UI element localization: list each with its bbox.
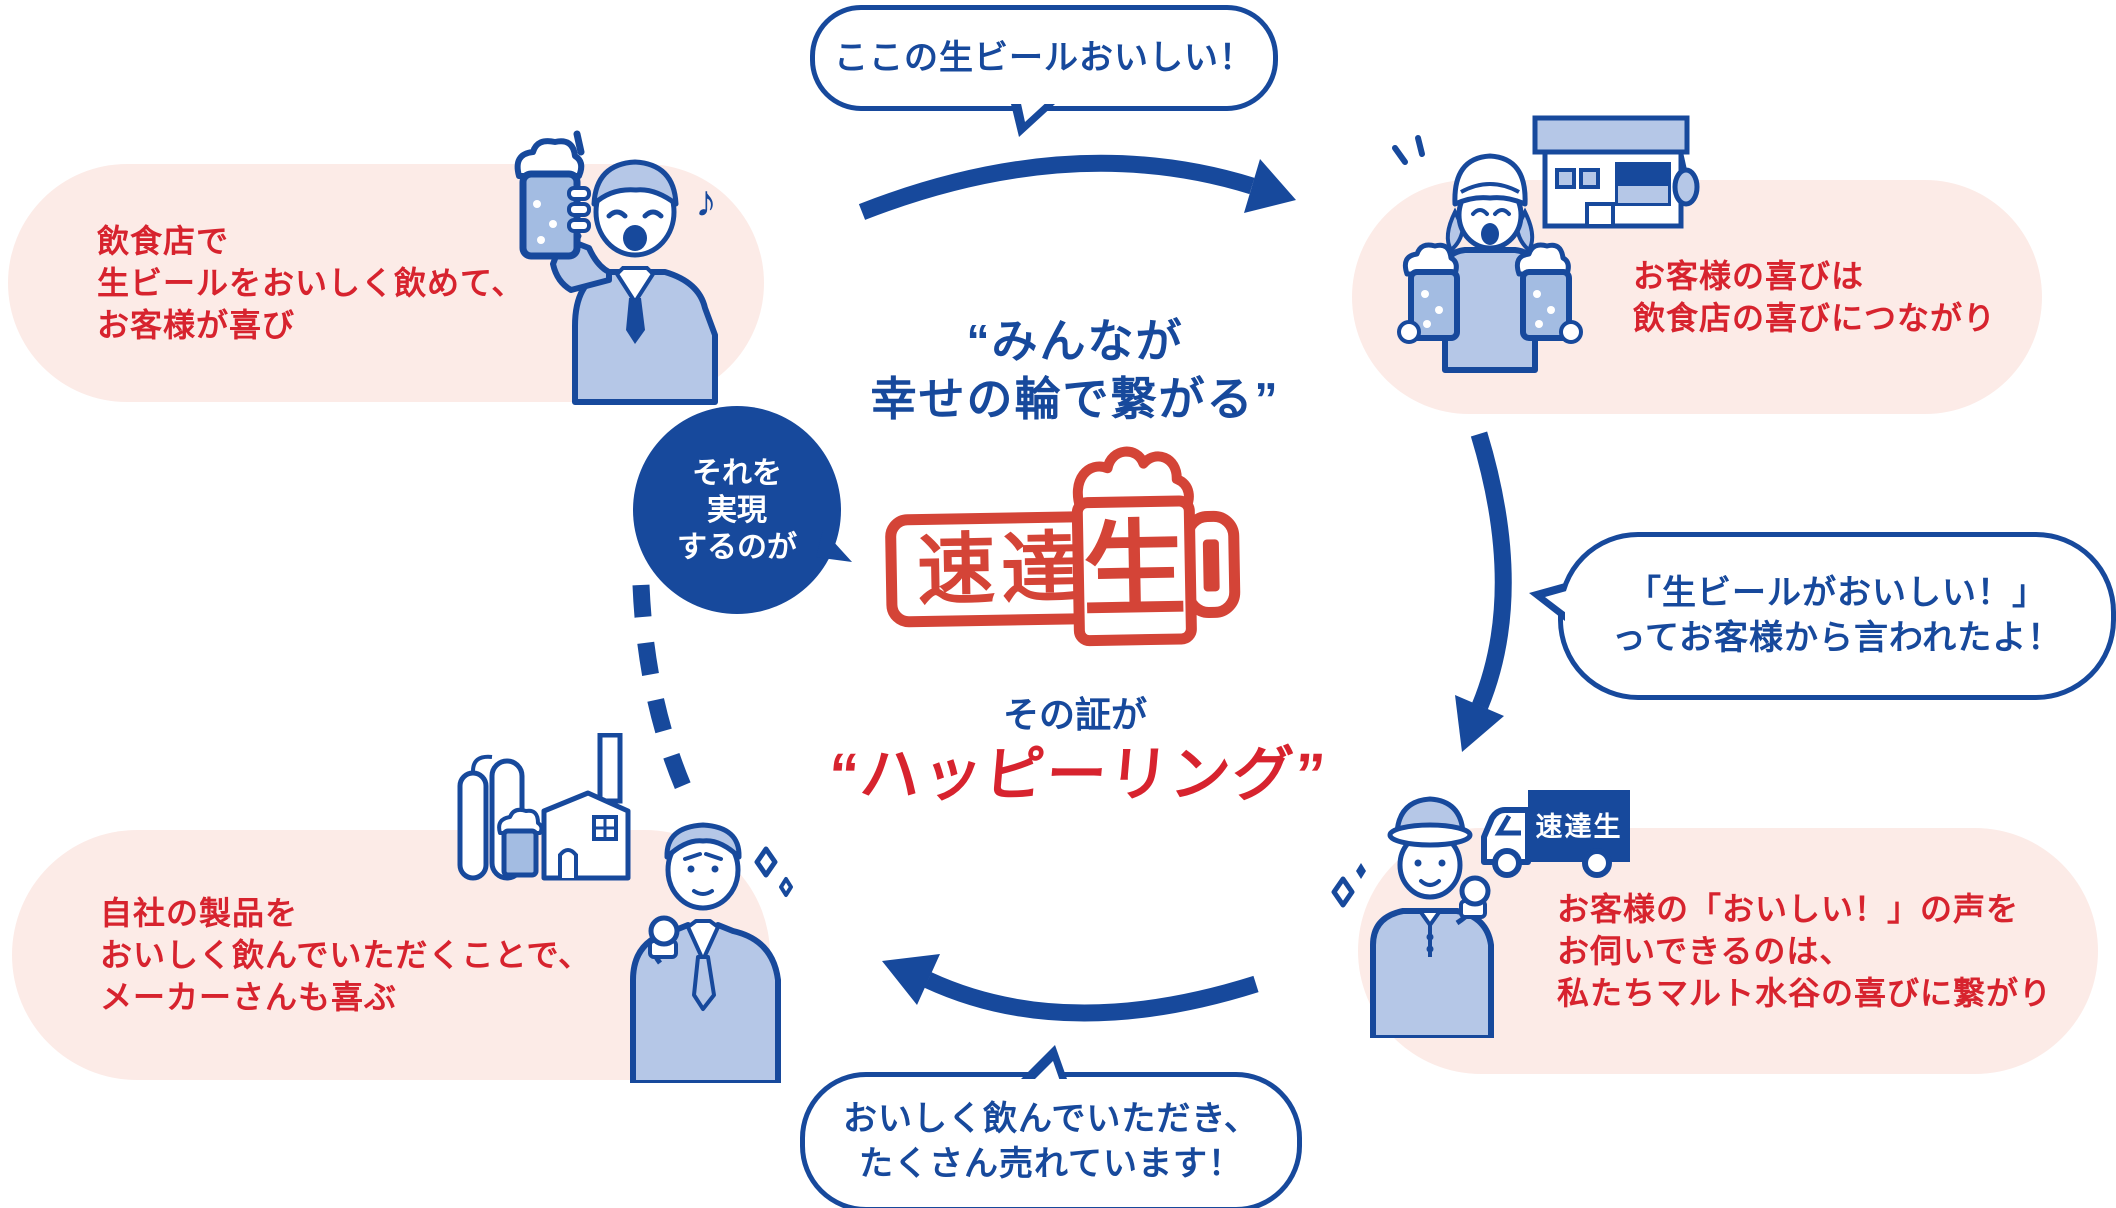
card-line: 飲食店で xyxy=(97,223,230,259)
center-tagline: “みんなが 幸せの輪で繋がる” xyxy=(725,312,1425,428)
stamp-box-text: 速達 xyxy=(917,525,1087,615)
bubble-line: たくさん売れています！ xyxy=(859,1145,1243,1183)
card-restaurant-customer-text: 飲食店で 生ビールをおいしく飲めて、 お客様が喜び xyxy=(8,220,524,346)
card-line: 私たちマルト水谷の喜びに繋がり xyxy=(1557,975,2053,1011)
bubble-line: 実現 xyxy=(707,493,767,527)
card-line: お客様が喜び xyxy=(97,307,296,343)
speech-bubble-top: ここの生ビールおいしい！ xyxy=(810,5,1278,137)
card-line: メーカーさんも喜ぶ xyxy=(100,979,398,1015)
card-line: おいしく飲んでいただくことで、 xyxy=(100,937,592,973)
speech-bubble-bottom: おいしく飲んでいただき、 たくさん売れています！ xyxy=(800,1045,1302,1208)
delivery-driver-illustration: 速達生 xyxy=(1331,790,1630,1038)
bubble-line: おいしく飲んでいただき、 xyxy=(843,1100,1259,1138)
card-restaurant-text: お客様の喜びは 飲食店の喜びにつながり xyxy=(1352,255,1996,339)
card-line: 飲食店の喜びにつながり xyxy=(1633,300,1997,336)
card-line: 自社の製品を xyxy=(100,895,299,931)
maker-businessman-illustration xyxy=(457,733,793,1083)
realize-circle-bubble: それを 実現 するのが xyxy=(633,406,841,614)
restaurant-staff-illustration xyxy=(1392,115,1700,373)
card-maruto-text: お客様の「おいしい！」の声を お伺いできるのは、 私たちマルト水谷の喜びに繋がり xyxy=(1358,888,2052,1014)
tagline-line: “みんなが xyxy=(966,315,1184,367)
proof-intro: その証が xyxy=(1002,694,1147,735)
speech-bubble-right: 「生ビールがおいしい！」 ってお客様から言われたよ！ xyxy=(1529,532,2116,700)
customer-with-beer-illustration: ♪ xyxy=(514,130,718,405)
bubble-line: ってお客様から言われたよ！ xyxy=(1611,619,2063,657)
factory-icon xyxy=(457,733,631,881)
card-line: お客様の「おいしい！」の声を xyxy=(1557,891,2020,927)
sokutatsu-nama-stamp-icon: 速達 生 xyxy=(885,446,1241,647)
bubble-line: ここの生ビールおいしい！ xyxy=(834,38,1254,77)
tagline-line: 幸せの輪で繋がる” xyxy=(870,373,1280,425)
shop-icon xyxy=(1532,115,1700,229)
proof-name: “ハッピーリング” xyxy=(825,741,1330,808)
stamp-mug-text: 生 xyxy=(1081,513,1187,630)
card-line: お伺いできるのは、 xyxy=(1557,933,1853,969)
card-maker-text: 自社の製品を おいしく飲んでいただくことで、 メーカーさんも喜ぶ xyxy=(12,892,591,1018)
card-line: 生ビールをおいしく飲めて、 xyxy=(97,265,525,301)
truck-label: 速達生 xyxy=(1536,812,1623,842)
bubble-line: するのが xyxy=(677,530,797,564)
bubble-line: 「生ビールがおいしい！」 xyxy=(1627,574,2047,612)
music-note-icon: ♪ xyxy=(695,177,717,226)
bubble-line: それを xyxy=(692,456,782,490)
truck-icon: 速達生 xyxy=(1481,790,1630,878)
card-line: お客様の喜びは xyxy=(1633,258,1865,294)
